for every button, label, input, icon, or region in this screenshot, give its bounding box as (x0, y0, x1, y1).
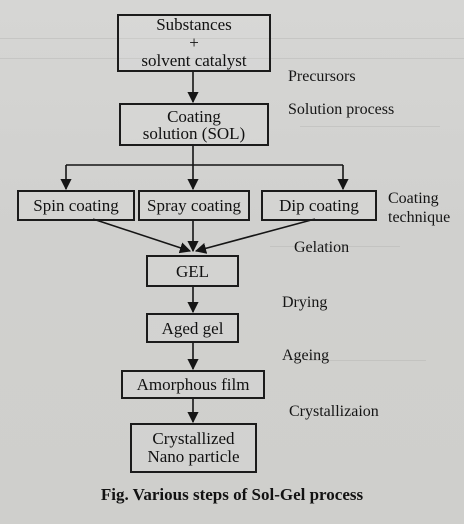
gel-label: GEL (175, 261, 210, 281)
substances-line-2: + (189, 33, 199, 52)
gel-box: GEL (146, 255, 239, 287)
coating-solution-line-2: solution (SOL) (142, 123, 246, 143)
substances-line-3: solvent catalyst (141, 51, 247, 70)
arrow-spin-to-gel (92, 218, 192, 254)
drying-label: Drying (282, 294, 328, 311)
gelation-label: Gelation (294, 239, 350, 256)
spray-coating-label: Spray coating (147, 196, 241, 215)
background-text-line (270, 246, 400, 247)
substances-box: Substances + solvent catalyst (117, 14, 271, 72)
crystallized-line-2: Nano particle (147, 447, 240, 466)
aged-gel-box: Aged gel (146, 313, 239, 343)
coating-solution-box: Coating solution (SOL) (119, 103, 269, 146)
precursors-label: Precursors (288, 68, 356, 85)
dip-coating-label: Dip coating (279, 196, 359, 215)
solution-process-label: Solution process (288, 101, 395, 118)
crystallization-label: Crystallizaion (289, 403, 379, 420)
ageing-label: Ageing (282, 347, 330, 364)
spin-coating-label: Spin coating (33, 196, 119, 215)
crystallized-nano-box: Crystallized Nano particle (130, 423, 257, 473)
spin-coating-box: Spin coating (17, 190, 135, 221)
spray-coating-box: Spray coating (138, 190, 250, 221)
crystallized-line-1: Crystallized (152, 429, 235, 448)
background-text-line (0, 58, 464, 59)
background-text-line (0, 38, 464, 39)
figure-caption: Fig. Various steps of Sol-Gel process (100, 485, 364, 504)
aged-gel-label: Aged gel (161, 318, 224, 338)
coating-technique-label-line-2: technique (388, 209, 451, 226)
dip-coating-box: Dip coating (261, 190, 377, 221)
background-text-line (300, 126, 440, 127)
coating-technique-label-line-1: Coating (388, 190, 439, 207)
coating-solution-line-1: Coating (167, 106, 221, 126)
background-text-line (306, 360, 426, 361)
amorphous-film-label: Amorphous film (136, 375, 250, 394)
substances-line-1: Substances (156, 15, 232, 34)
amorphous-film-box: Amorphous film (121, 370, 265, 399)
arrow-dip-to-gel (194, 218, 316, 254)
